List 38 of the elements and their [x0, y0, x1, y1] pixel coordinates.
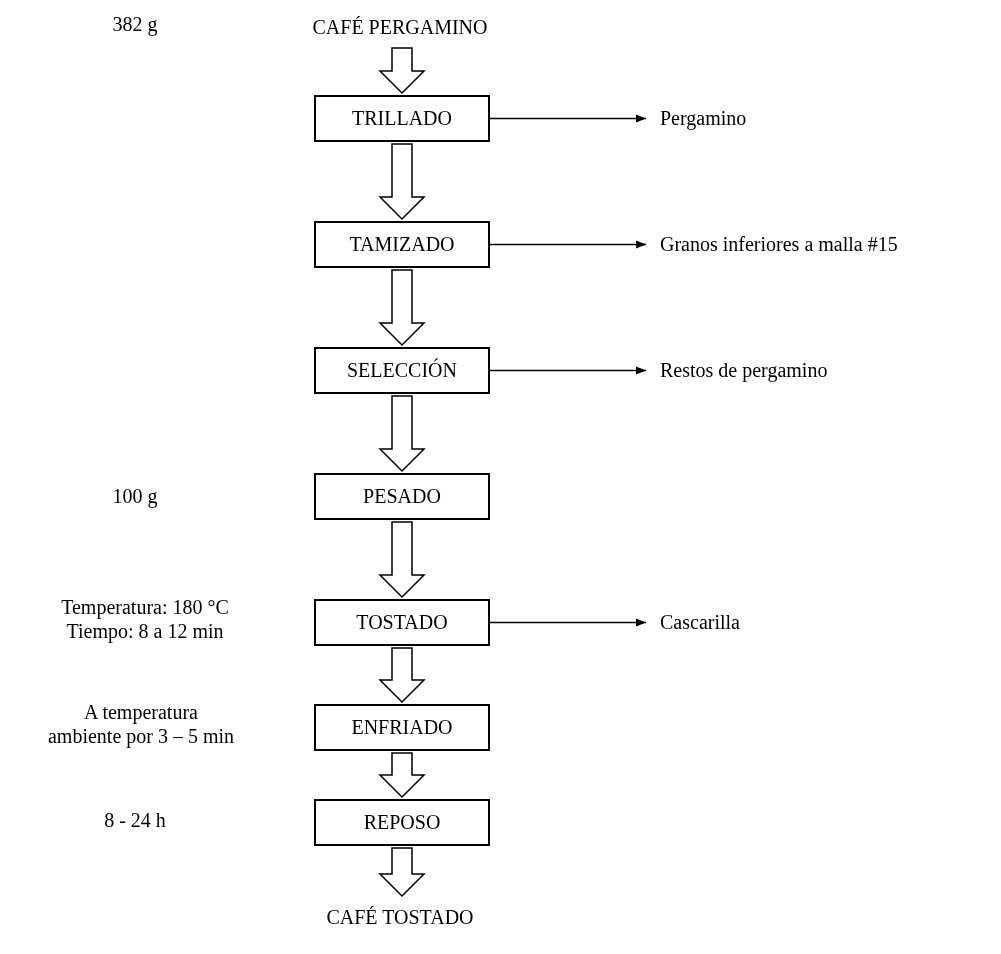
- arrow: [489, 618, 647, 627]
- process-note: A temperatura ambiente por 3 – 5 min: [46, 700, 236, 748]
- process-box: [314, 799, 490, 846]
- block-arrow: [378, 47, 426, 95]
- step-label: TAMIZADO: [349, 233, 455, 256]
- output-label: Restos de pergamino: [660, 352, 960, 388]
- quantity-label: 382 g: [111, 12, 159, 36]
- arrow: [489, 114, 647, 123]
- block-arrow: [378, 847, 426, 898]
- process-box: [314, 704, 490, 751]
- block-arrow: [378, 395, 426, 473]
- step-label: PESADO: [363, 485, 441, 508]
- flow-label: CAFÉ TOSTADO: [290, 898, 510, 936]
- output-label: Pergamino: [660, 100, 960, 136]
- process-box: [314, 95, 490, 142]
- step-label: ENFRIADO: [351, 716, 453, 739]
- step-label: TOSTADO: [356, 611, 448, 634]
- block-arrow: [378, 521, 426, 599]
- block-arrow: [378, 752, 426, 799]
- step-label: REPOSO: [363, 811, 441, 834]
- process-note: Temperatura: 180 °C: [60, 595, 230, 619]
- block-arrow: [378, 647, 426, 704]
- process-box: [314, 221, 490, 268]
- quantity-label: 100 g: [111, 484, 159, 508]
- arrow: [489, 240, 647, 249]
- block-arrow: [378, 269, 426, 347]
- process-note: Tiempo: 8 a 12 min: [65, 619, 225, 643]
- process-box: [314, 347, 490, 394]
- step-label: SELECCIÓN: [347, 359, 457, 382]
- output-label: Cascarilla: [660, 604, 960, 640]
- output-label: Granos inferiores a malla #15: [660, 226, 990, 262]
- step-label: TRILLADO: [352, 107, 452, 130]
- quantity-label: 8 - 24 h: [103, 808, 167, 832]
- arrow: [489, 366, 647, 375]
- block-arrow: [378, 143, 426, 221]
- process-box: [314, 473, 490, 520]
- flow-label: CAFÉ PERGAMINO: [290, 8, 510, 46]
- process-box: [314, 599, 490, 646]
